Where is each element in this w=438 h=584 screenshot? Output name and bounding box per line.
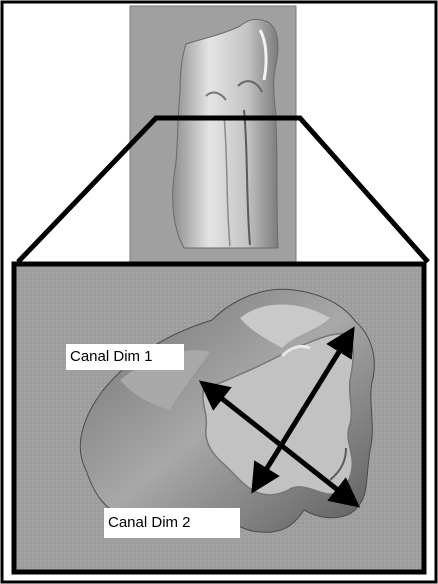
canal-dim-1-label: Canal Dim 1 [66, 344, 184, 370]
bone-model-panel [130, 6, 296, 262]
canal-dim-2-label: Canal Dim 2 [104, 508, 240, 538]
